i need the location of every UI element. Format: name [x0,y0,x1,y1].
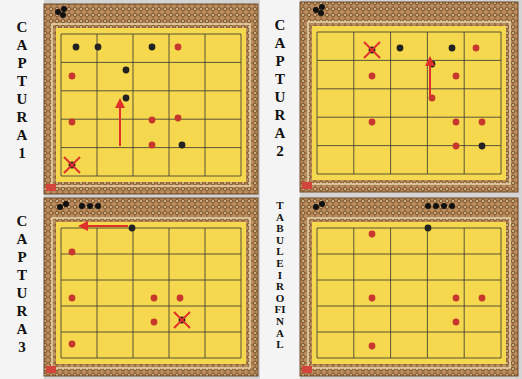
game-board [300,2,518,192]
game-board [44,198,258,376]
vertical-label: TABULEIRO FINAL [275,200,286,351]
label-ground [0,0,44,379]
vertical-label: CAPTURA 3 [15,212,30,356]
game-board [300,198,518,376]
game-board [44,4,258,194]
label-ground [260,0,300,379]
vertical-label: CAPTURA 1 [15,18,30,162]
vertical-label: CAPTURA 2 [273,16,288,160]
